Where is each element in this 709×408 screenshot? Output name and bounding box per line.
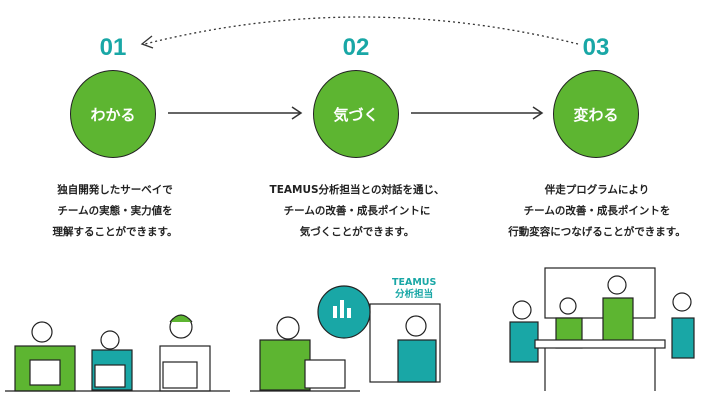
loop-back-arrowhead xyxy=(140,35,154,49)
illustration-team-action xyxy=(509,267,695,391)
illustration-dialogue xyxy=(250,285,441,392)
desc-line: 行動変容につなげることができます。 xyxy=(508,226,686,238)
desc-line: 理解することができます。 xyxy=(52,226,178,238)
step-label-3: 変わる xyxy=(573,105,619,124)
loop-back-arrow xyxy=(144,16,579,45)
illustration-survey xyxy=(5,314,230,392)
desc-line: 伴走プログラムにより xyxy=(544,184,650,196)
desc-line: TEAMUS分析担当との対話を通じ、 xyxy=(269,184,445,196)
step-description-2: TEAMUS分析担当との対話を通じ、チームの改善・成長ポイントに気づくことができ… xyxy=(242,180,472,243)
step-description-1: 独自開発したサーベイでチームの実態・実力値を理解することができます。 xyxy=(0,180,230,243)
step-label-2: 気づく xyxy=(333,105,379,124)
desc-line: 独自開発したサーベイで xyxy=(57,184,173,196)
analyst-label-line: TEAMUS xyxy=(392,277,437,288)
step-number-3: 03 xyxy=(582,34,610,61)
analyst-label-line: 分析担当 xyxy=(395,289,434,300)
desc-line: チームの改善・成長ポイントに xyxy=(283,205,431,217)
step-description-3: 伴走プログラムによりチームの改善・成長ポイントを行動変容につなげることができます… xyxy=(482,180,709,243)
step-circle-3: 変わる xyxy=(553,70,639,158)
step-circle-1: わかる xyxy=(70,70,156,158)
step-label-1: わかる xyxy=(90,105,136,124)
step-number-1: 01 xyxy=(99,34,127,61)
step-circle-2: 気づく xyxy=(313,70,399,158)
step-number-2: 02 xyxy=(342,34,370,61)
desc-line: 気づくことができます。 xyxy=(299,226,415,238)
desc-line: チームの改善・成長ポイントを xyxy=(523,205,671,217)
desc-line: チームの実態・実力値を xyxy=(57,205,173,217)
